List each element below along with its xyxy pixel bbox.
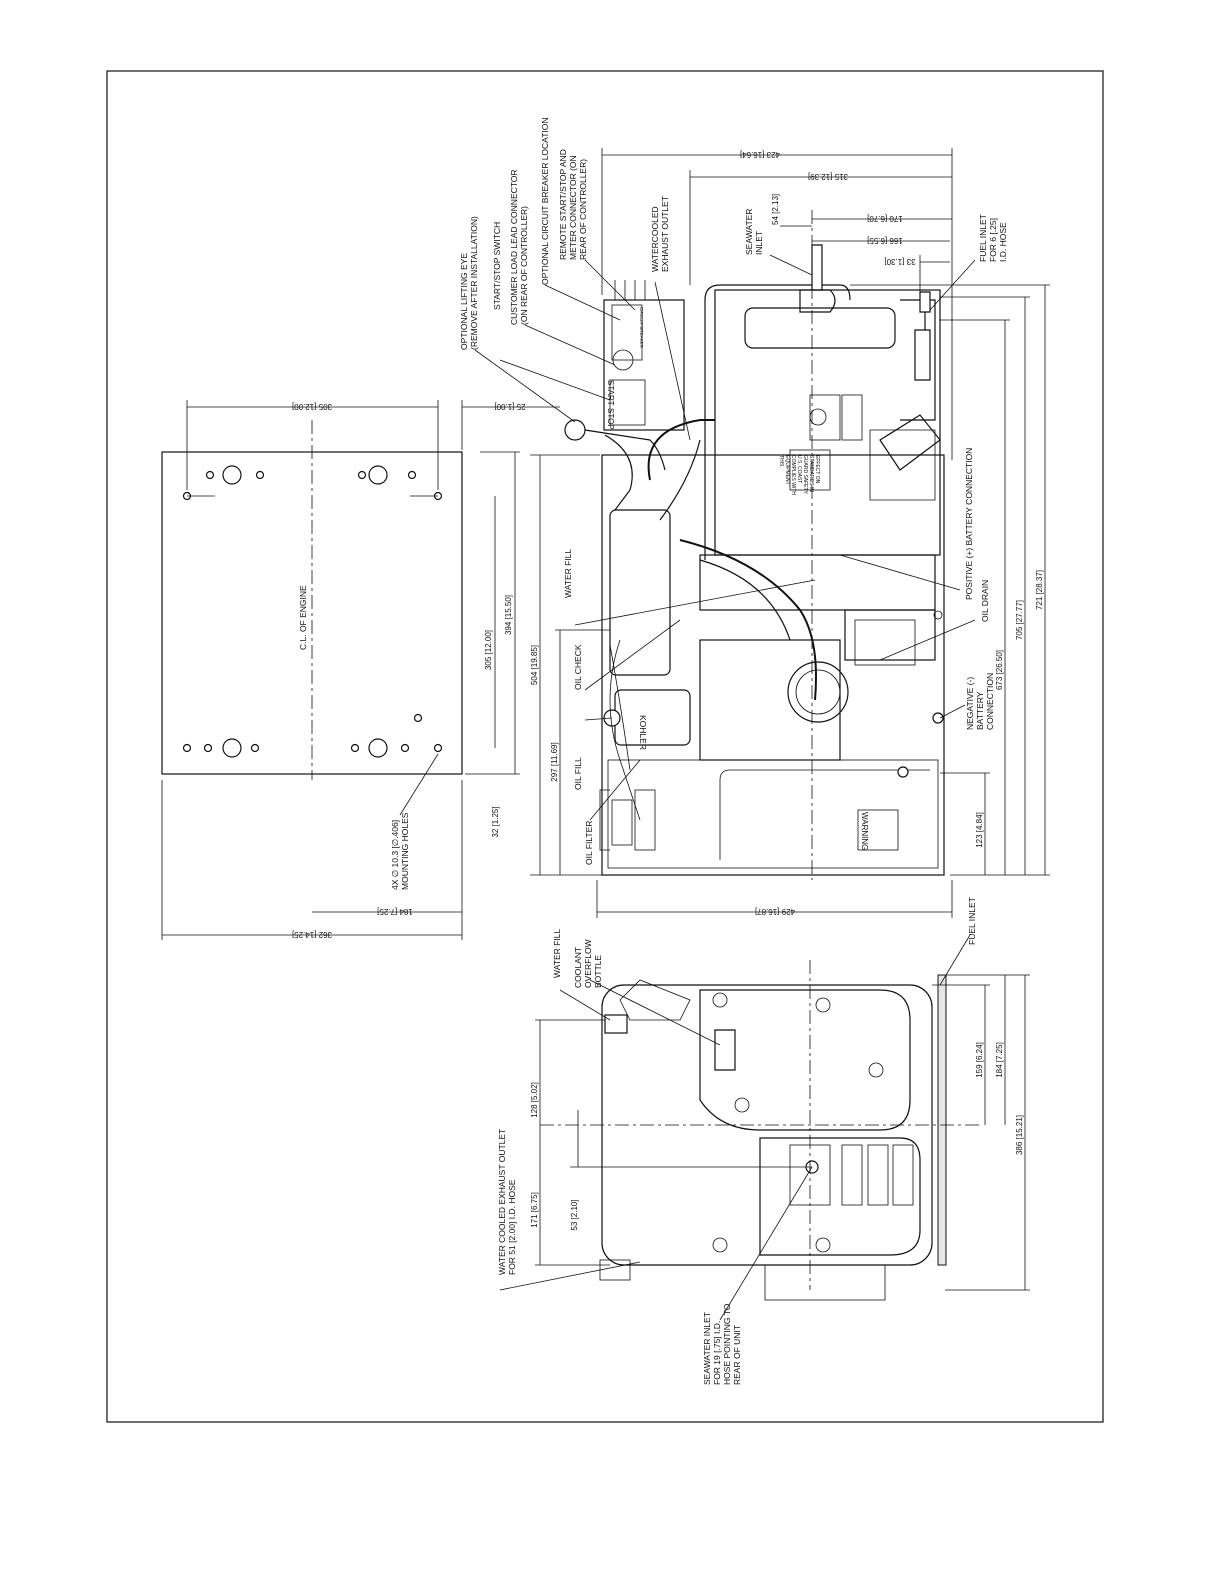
engine-block-top xyxy=(699,554,936,611)
start-stop-switch-label: START/STOP SWITCH xyxy=(492,222,502,310)
dim-170: 170 [6.70] xyxy=(867,214,903,223)
dim-297: 297 [11.69] xyxy=(550,742,559,781)
start-stop-switch xyxy=(609,379,646,426)
circuit-breaker-label: OPTIONAL CIRCUIT BREAKER LOCATION xyxy=(540,117,550,285)
lifting-eye xyxy=(564,419,586,441)
dim-184-top: 184 [7.25] xyxy=(377,907,413,916)
fuel-pump xyxy=(879,414,941,471)
fuel-inlet-hose-label: FUEL INLET FOR 6 [.25] I.D. HOSE xyxy=(978,212,1008,262)
mounting-hole xyxy=(182,743,192,753)
water-fill-bottom-label: WATER FILL xyxy=(552,929,562,978)
engine-brand-text: KOHLER xyxy=(638,715,648,750)
oil-check-label: OIL CHECK xyxy=(573,644,583,690)
dim-305-top: 305 [12.00] xyxy=(292,402,332,411)
warning-decal xyxy=(857,809,899,851)
breaker-text: CIRCUIT BREAKER xyxy=(639,307,644,349)
positive-battery-label: POSITIVE (+) BATTERY CONNECTION xyxy=(964,448,974,600)
air-intake xyxy=(787,661,849,723)
remote-start-stop-label: REMOTE START/STOP AND METER CONNECTOR (O… xyxy=(558,147,588,260)
oil-filter-housing xyxy=(614,689,691,746)
exhaust-outlet-label: WATERCOOLED EXHAUST OUTLET xyxy=(650,196,670,272)
mounting-plate-view xyxy=(161,400,560,940)
generator-end-cover xyxy=(699,989,911,1131)
compliance-decal xyxy=(789,449,831,491)
dim-166: 166 [6.55] xyxy=(867,236,903,245)
end-view xyxy=(499,934,1030,1321)
mounting-rail xyxy=(937,974,947,1266)
top-dimension-lines xyxy=(474,148,1050,918)
dim-33: 33 [1.30] xyxy=(884,257,915,266)
start-label: START xyxy=(606,380,615,406)
mounting-holes-label: 4X ∅ 10.3 [∅.406] MOUNTING HOLES xyxy=(390,812,410,890)
fuel-inlet-bottom-label: FUEL INLET xyxy=(967,897,977,945)
decal-texts: THIS EQUIPMENT COMPLIES WITH U.S. COAST … xyxy=(639,307,820,496)
dim-32: 32 [1.25] xyxy=(491,806,500,837)
mounting-hole xyxy=(433,743,443,753)
coolant-bottle-label: COOLANT OVERFLOW BOTTLE xyxy=(573,937,603,988)
coolant-bottle xyxy=(714,1029,736,1071)
exhaust-outlet-bottom-label: WATER COOLED EXHAUST OUTLET FOR 51 [2.00… xyxy=(497,1127,517,1275)
dim-305-side: 305 [12.00] xyxy=(484,630,493,670)
dim-184-side: 184 [7.25] xyxy=(995,1042,1004,1078)
dim-429: 429 [16.87] xyxy=(755,907,795,916)
dim-54: 54 [2.13] xyxy=(771,194,780,225)
drawing-border xyxy=(106,70,1104,1423)
dim-315: 315 [12.39] xyxy=(808,172,848,181)
oil-fill-label: OIL FILL xyxy=(573,757,583,790)
compliance-decal-text: THIS EQUIPMENT COMPLIES WITH U.S. COAST … xyxy=(778,455,820,496)
customer-load-lead-label: CUSTOMER LOAD LEAD CONNECTOR (ON REAR OF… xyxy=(509,167,529,325)
dim-386: 386 [15.21] xyxy=(1015,1115,1024,1155)
dim-504: 504 [19.85] xyxy=(530,645,539,685)
dimension-labels: 423 [16.64] 315 [12.39] 170 [6.70] 166 [… xyxy=(292,150,1044,1231)
heat-exchanger xyxy=(609,509,671,676)
dim-394: 394 [15.50] xyxy=(504,595,513,635)
warning-text: WARNING xyxy=(860,812,869,850)
oil-filter-label: OIL FILTER xyxy=(584,821,594,865)
labels: OPTIONAL LIFTING EYE (REMOVE AFTER INSTA… xyxy=(298,117,1008,1385)
dim-673: 673 [26.50] xyxy=(995,650,1004,690)
engine-block xyxy=(699,639,841,761)
seawater-fitting xyxy=(811,244,823,291)
water-fill-cap xyxy=(604,1014,628,1034)
dim-362: 362 [14.25] xyxy=(292,930,332,939)
stop-label: STOP xyxy=(606,408,615,430)
dim-423: 423 [16.64] xyxy=(740,150,780,159)
seawater-inlet-label: SEAWATER INLET xyxy=(744,206,764,255)
generator-housing xyxy=(714,289,941,556)
oil-drain-label: OIL DRAIN xyxy=(980,580,990,622)
controller-box xyxy=(603,299,685,431)
dim-123: 123 [4.84] xyxy=(975,812,984,848)
dim-721: 721 [28.37] xyxy=(1035,570,1044,610)
dim-171: 171 [6.75] xyxy=(530,1192,539,1228)
water-fill-top-label: WATER FILL xyxy=(563,549,573,598)
lifting-eye-label: OPTIONAL LIFTING EYE (REMOVE AFTER INSTA… xyxy=(459,216,479,350)
dim-159: 159 [6.24] xyxy=(975,1042,984,1078)
seawater-inlet-bottom-label: SEAWATER INLET FOR 19 [.75] I.D. HOSE PO… xyxy=(702,1301,742,1385)
dim-705: 705 [27.77] xyxy=(1015,600,1024,640)
top-view: KOHLER WARNING STOP START xyxy=(564,210,945,880)
negative-battery-label: NEGATIVE (-) BATTERY CONNECTION xyxy=(965,673,995,730)
dim-53: 53 [2.10] xyxy=(570,1199,579,1230)
dim-25: 25 [1.00] xyxy=(494,402,525,411)
exhaust-manifold xyxy=(744,307,896,349)
fuel-fitting xyxy=(914,329,931,381)
negative-terminal xyxy=(932,712,944,724)
circuit-breaker-panel xyxy=(611,304,643,361)
dim-128: 128 [5.02] xyxy=(530,1082,539,1118)
engine-base-lower xyxy=(607,759,939,869)
positive-terminal xyxy=(897,766,909,778)
engine-centerline-label: C.L. OF ENGINE xyxy=(298,585,308,650)
